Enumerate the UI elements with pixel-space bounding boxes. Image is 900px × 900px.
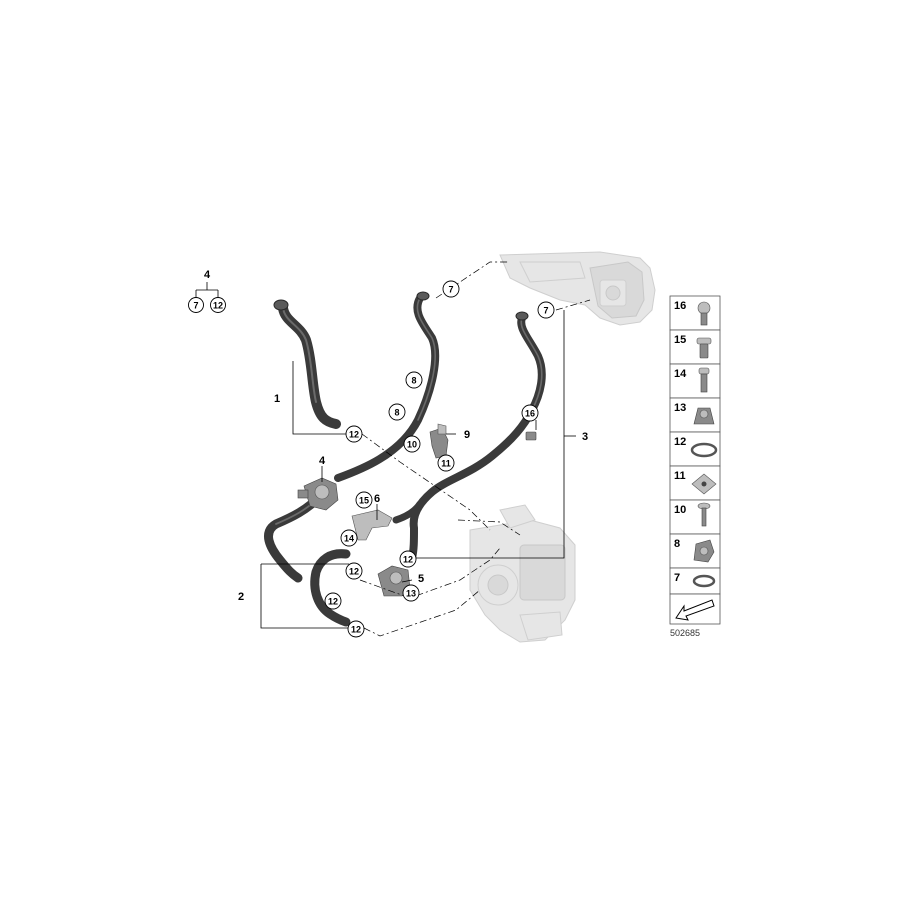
svg-text:16: 16 — [525, 409, 535, 419]
svg-text:12: 12 — [328, 597, 338, 607]
svg-text:12: 12 — [674, 436, 686, 448]
part-labels: 1 2 3 4 5 6 9 — [238, 393, 588, 603]
label-9: 9 — [464, 429, 470, 441]
callout-12: 12 — [324, 592, 342, 610]
callout-13: 13 — [402, 584, 420, 602]
legend-child-label: 7 — [193, 301, 198, 311]
callout-12: 12 — [345, 425, 363, 443]
svg-text:10: 10 — [674, 504, 686, 516]
label-4: 4 — [319, 455, 326, 467]
panel-direction-cell — [669, 593, 721, 625]
callout-10: 10 — [403, 435, 421, 453]
label-1: 1 — [274, 393, 280, 405]
callout-15: 15 — [355, 491, 373, 509]
svg-text:11: 11 — [441, 459, 451, 469]
group-legend: 4 7 12 — [188, 269, 226, 313]
svg-text:12: 12 — [349, 567, 359, 577]
svg-text:7: 7 — [674, 572, 680, 584]
callout-12: 12 — [399, 550, 417, 568]
svg-text:8: 8 — [674, 538, 680, 550]
label-5: 5 — [418, 573, 424, 585]
pump-5 — [377, 565, 411, 597]
svg-text:12: 12 — [403, 555, 413, 565]
ghost-heater-unit-bottom-right — [469, 504, 576, 643]
panel-cell-11: 11 — [669, 465, 721, 501]
callout-16: 16 — [521, 404, 539, 422]
callout-8: 8 — [388, 403, 406, 421]
svg-text:13: 13 — [674, 402, 686, 414]
svg-text:7: 7 — [543, 306, 548, 316]
label-3: 3 — [582, 431, 588, 443]
panel-cell-13: 13 — [669, 397, 721, 433]
callout-14: 14 — [340, 529, 358, 547]
reference-number: 502685 — [670, 628, 700, 638]
legend-child-label: 12 — [213, 301, 223, 311]
panel-cell-12: 12 — [669, 431, 721, 467]
svg-text:12: 12 — [349, 430, 359, 440]
bracket-6 — [351, 509, 393, 541]
svg-text:8: 8 — [394, 408, 399, 418]
svg-text:7: 7 — [448, 285, 453, 295]
callout-12: 12 — [347, 620, 365, 638]
callout-11: 11 — [437, 454, 455, 472]
clip-16-on-hose — [525, 431, 537, 441]
panel-cell-15: 15 — [669, 329, 721, 365]
svg-text:8: 8 — [411, 376, 416, 386]
callout-7: 7 — [442, 280, 460, 298]
svg-text:10: 10 — [407, 440, 417, 450]
callouts: 7 7 8 8 10 11 12 12 12 12 12 13 14 15 16 — [324, 280, 555, 638]
svg-text:12: 12 — [351, 625, 361, 635]
holder-9 — [429, 423, 449, 459]
hose-short-lower-middle — [392, 500, 424, 524]
valve-4 — [297, 477, 339, 511]
hose-3 — [408, 311, 546, 562]
svg-text:15: 15 — [674, 334, 686, 346]
label-6: 6 — [374, 493, 380, 505]
panel-cell-8: 8 — [669, 533, 721, 569]
label-2: 2 — [238, 591, 244, 603]
legend-parent-label: 4 — [204, 269, 211, 281]
parts-panel: 16 15 14 13 12 — [669, 295, 721, 625]
panel-cell-16: 16 — [669, 295, 721, 331]
callout-8: 8 — [405, 371, 423, 389]
hose-1 — [273, 299, 341, 429]
svg-text:11: 11 — [674, 470, 686, 482]
leader-lines — [195, 282, 576, 629]
panel-cell-10: 10 — [669, 499, 721, 535]
direction-arrow-icon — [675, 599, 715, 621]
svg-text:14: 14 — [344, 534, 354, 544]
callout-12: 12 — [345, 562, 363, 580]
svg-text:13: 13 — [406, 589, 416, 599]
svg-text:15: 15 — [359, 496, 369, 506]
panel-cell-14: 14 — [669, 363, 721, 399]
svg-text:14: 14 — [674, 368, 687, 380]
hose-8 — [334, 291, 440, 482]
svg-text:16: 16 — [674, 300, 686, 312]
ghost-engine-top-right — [499, 251, 656, 326]
callout-7: 7 — [537, 301, 555, 319]
panel-cell-7: 7 — [669, 567, 721, 595]
